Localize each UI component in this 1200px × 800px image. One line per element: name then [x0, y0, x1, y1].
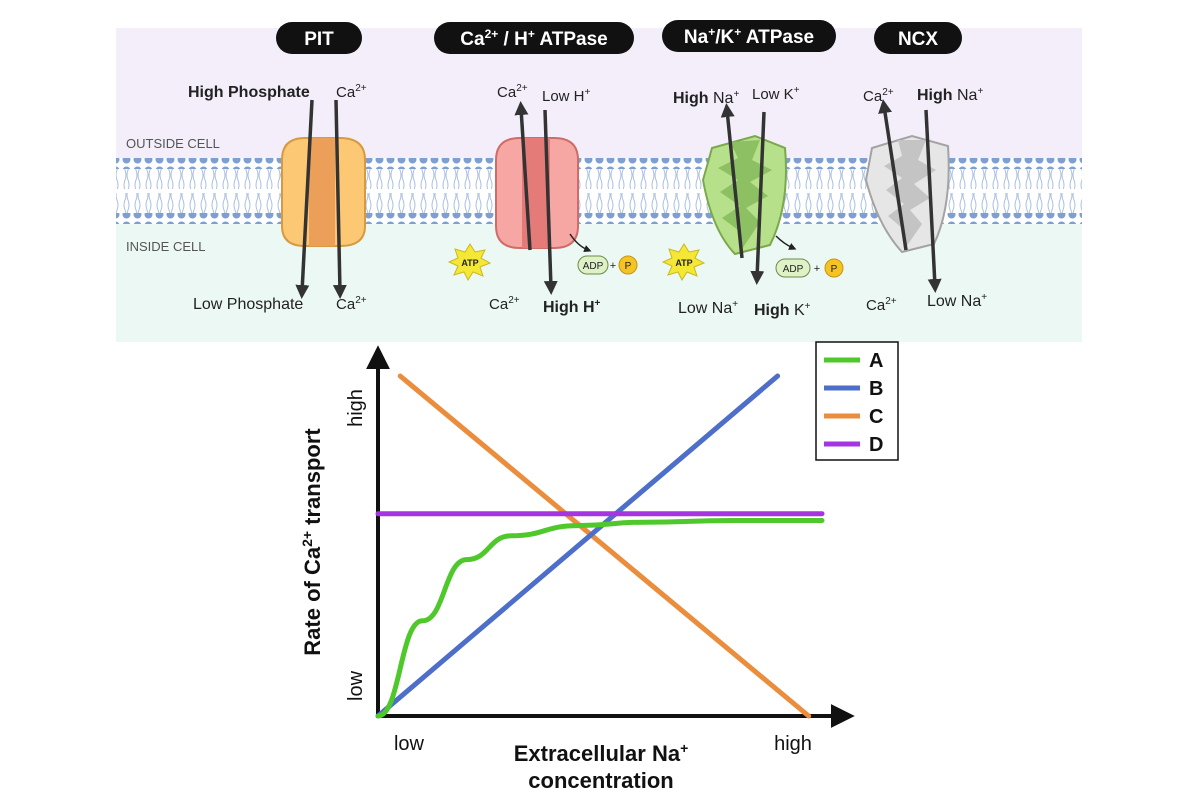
- ncx-pore: [884, 140, 936, 250]
- legend-label-b: B: [869, 378, 883, 400]
- transporter-ca-h-atpase: Ca2+ / H+ ATPase ATP ADP + P Ca2+ Low H+…: [434, 22, 638, 316]
- y-tick-low: low: [345, 670, 367, 701]
- na-k-atpase-arrow-na: [720, 103, 744, 259]
- legend-label-d: D: [869, 434, 883, 456]
- pit-bottom-right-label: Ca2+: [336, 295, 367, 313]
- ncx-title: NCX: [898, 29, 938, 50]
- y-tick-high: high: [345, 389, 367, 427]
- outer-lipid-heads: [116, 158, 1082, 169]
- ncx-title-badge: NCX: [874, 22, 962, 54]
- transporter-ncx: NCX Ca2+ High Na+ Ca2+ Low Na+: [863, 22, 987, 314]
- ca-h-atpase-title-badge: Ca2+ / H+ ATPase: [434, 22, 634, 54]
- ca-h-atpase-bottom-left-label: Ca2+: [489, 295, 520, 313]
- series-line-a: [375, 517, 825, 719]
- ca-h-atpase-arrow-h: [543, 109, 558, 295]
- x-tick-high: high: [774, 733, 812, 755]
- x-axis-label-line1: Extracellular Na+: [514, 740, 689, 766]
- na-k-atpase-bottom-left-label: Low Na+: [678, 299, 738, 317]
- ncx-top-right-label: High Na+: [917, 86, 983, 104]
- p-label-1: P: [625, 261, 632, 272]
- pit-title-badge: PIT: [276, 22, 362, 54]
- ca-h-atpase-title: Ca2+ / H+ ATPase: [460, 27, 607, 50]
- inside-cell-label: INSIDE CELL: [126, 239, 205, 254]
- chart: high low low high Rate of Ca2+ transport…: [299, 341, 899, 793]
- atp-label-1: ATP: [461, 258, 478, 268]
- outside-cell-label: OUTSIDE CELL: [126, 136, 220, 151]
- legend-label-a: A: [869, 350, 883, 372]
- pit-top-right-label: Ca2+: [336, 83, 367, 101]
- pit-top-left-label: High Phosphate: [188, 84, 310, 101]
- x-tick-low: low: [394, 733, 425, 755]
- x-axis-label-line2: concentration: [528, 768, 673, 793]
- adp-label-1: ADP: [583, 261, 604, 272]
- adp-group-1: ADP + P: [577, 255, 638, 275]
- ca-h-atpase-top-right-label: Low H+: [542, 87, 591, 105]
- ncx-arrow-na: [924, 109, 942, 293]
- atp-burst-1: ATP: [447, 243, 492, 282]
- ca-h-atpase-arrow-ca: [514, 101, 532, 251]
- inner-lipid-heads: [116, 213, 1082, 224]
- series-line-b: [375, 373, 781, 719]
- plus-label-1: +: [610, 260, 616, 272]
- legend-label-c: C: [869, 406, 883, 428]
- adp-label-2: ADP: [783, 264, 804, 275]
- na-k-atpase-title-badge: Na+/K+ ATPase: [662, 20, 836, 52]
- na-k-atpase-bottom-right-label: High K+: [754, 301, 811, 319]
- series-layer: [375, 373, 825, 719]
- transporter-na-k-atpase: Na+/K+ ATPase ATP ADP + P High Na+ Low K…: [661, 20, 844, 319]
- series-line-c: [397, 373, 812, 719]
- ca-h-atpase-hydrolysis-arrow: [569, 233, 592, 253]
- ncx-bottom-left-label: Ca2+: [866, 296, 897, 314]
- atp-burst-2: ATP: [661, 243, 706, 282]
- ca-h-atpase-top-left-label: Ca2+: [497, 83, 528, 101]
- na-k-atpase-top-right-label: Low K+: [752, 85, 800, 103]
- transporter-pit: PIT High Phosphate Ca2+ Low Phosphate Ca…: [188, 22, 367, 313]
- na-k-atpase-top-left-label: High Na+: [673, 89, 739, 107]
- ncx-top-left-label: Ca2+: [863, 87, 894, 105]
- na-k-atpase-arrow-k: [750, 111, 766, 285]
- ncx-arrow-ca: [878, 99, 908, 251]
- pit-title: PIT: [304, 29, 334, 50]
- pit-pore: [309, 138, 335, 246]
- ncx-bottom-right-label: Low Na+: [927, 292, 987, 310]
- p-label-2: P: [831, 264, 838, 275]
- na-k-atpase-title: Na+/K+ ATPase: [684, 25, 814, 48]
- ca-h-atpase-bottom-right-label: High H+: [543, 298, 601, 316]
- pit-bottom-left-label: Low Phosphate: [193, 296, 303, 313]
- y-axis-label: Rate of Ca2+ transport: [299, 428, 325, 656]
- adp-group-2: ADP + P: [775, 258, 844, 278]
- pit-arrow-phosphate: [295, 99, 314, 299]
- atp-label-2: ATP: [675, 258, 692, 268]
- na-k-atpase-hydrolysis-arrow: [775, 235, 797, 250]
- plus-label-2: +: [814, 263, 820, 275]
- pit-arrow-ca: [332, 99, 347, 299]
